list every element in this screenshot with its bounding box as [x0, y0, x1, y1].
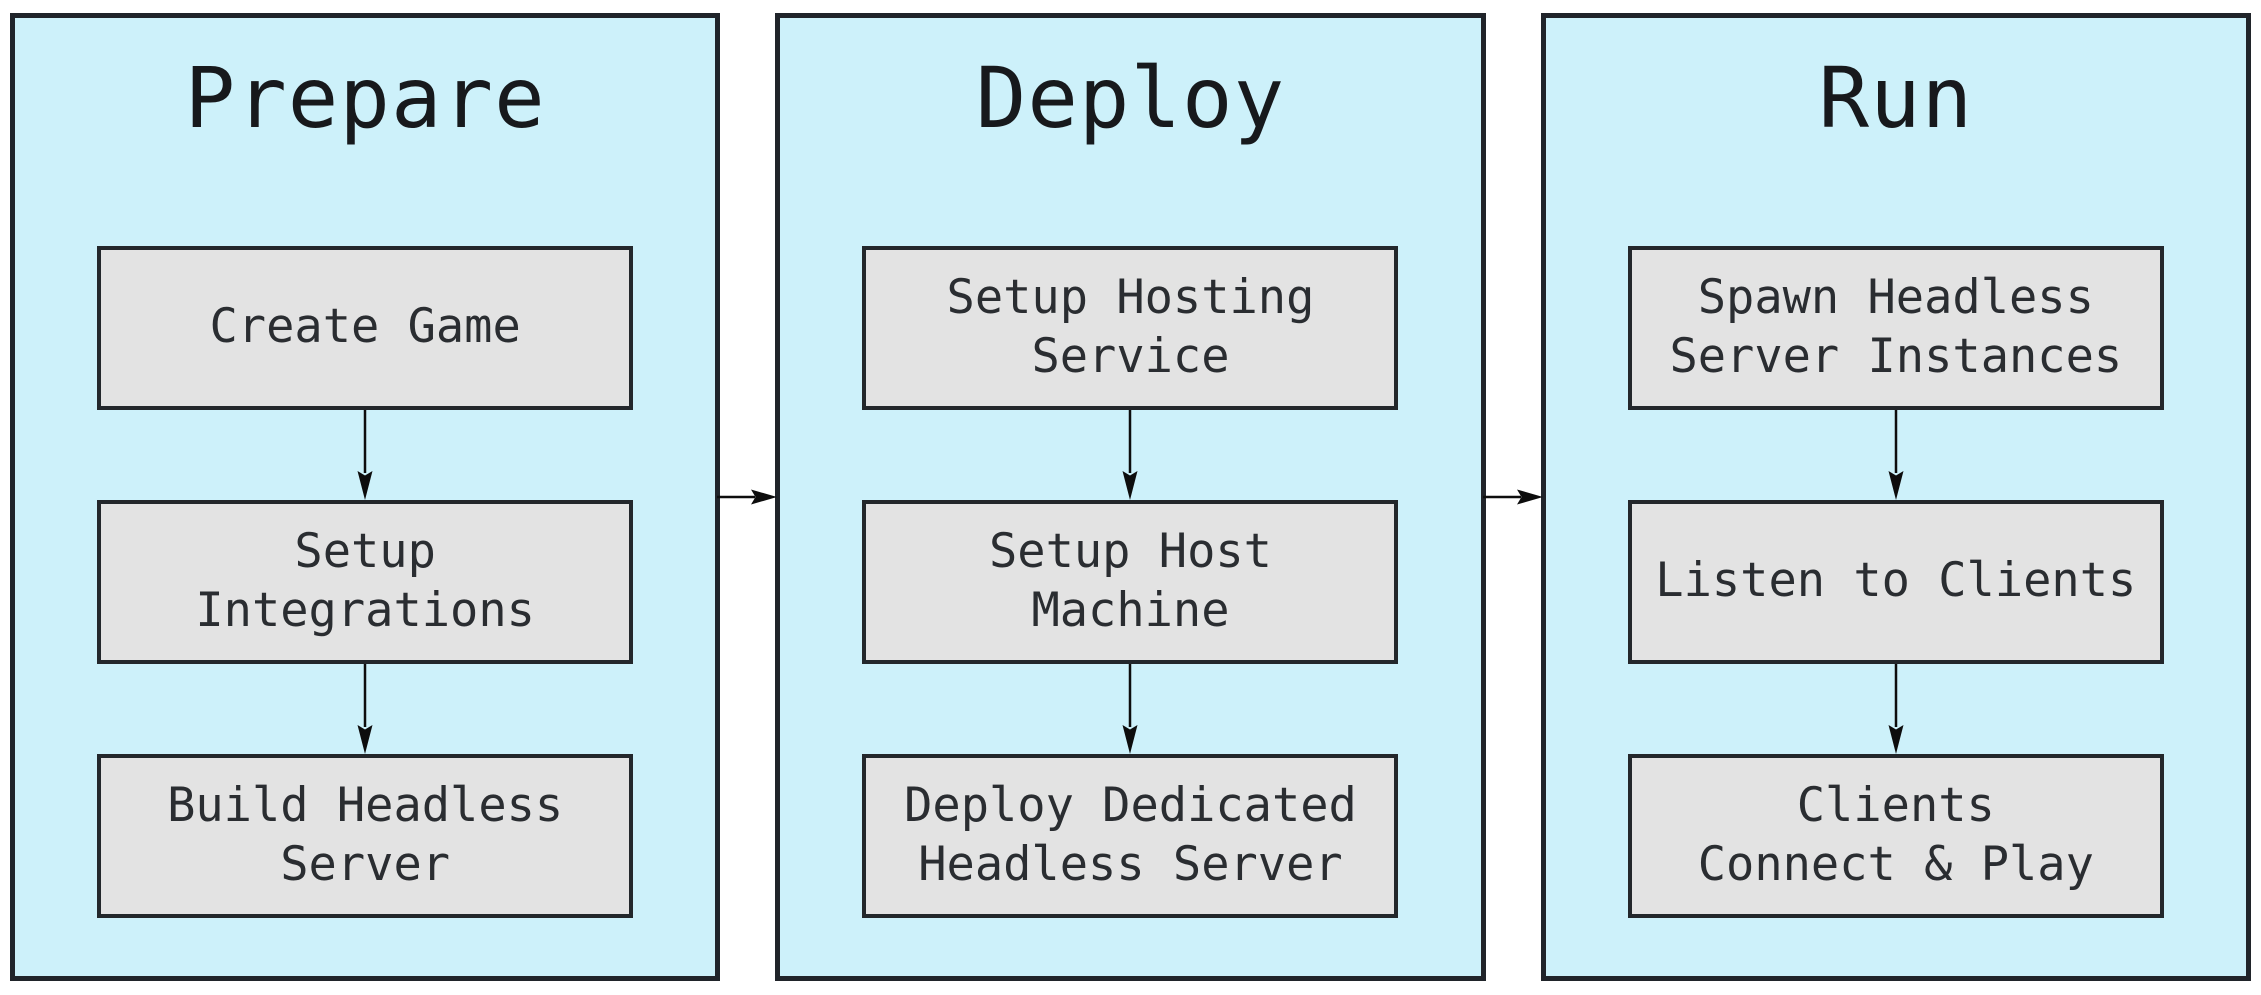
phase-panel-run: Run Spawn Headless Server Instances List…	[1540, 13, 2251, 981]
phase-title-prepare: Prepare	[184, 49, 546, 147]
flow-node-create-game: Create Game	[97, 245, 634, 410]
flow-node-clients-connect-and-play: Clients Connect & Play	[1627, 753, 2164, 918]
flow-node-setup-integrations: Setup Integrations	[97, 499, 634, 664]
phase-panel-deploy: Deploy Setup Hosting Service Setup Host …	[775, 13, 1486, 981]
arrow-down-icon	[1888, 663, 1904, 754]
flow-node-deploy-dedicated-headless-server: Deploy Dedicated Headless Server	[862, 753, 1399, 918]
arrow-down-icon	[1122, 663, 1138, 754]
arrow-down-icon	[357, 409, 373, 500]
arrow-right-icon	[717, 489, 777, 505]
arrow-down-icon	[1888, 409, 1904, 500]
flow-node-setup-host-machine: Setup Host Machine	[862, 499, 1399, 664]
phase-panel-prepare: Prepare Create Game Setup Integrations B…	[10, 13, 721, 981]
flow-node-build-headless-server: Build Headless Server	[97, 753, 634, 918]
arrow-right-icon	[1483, 489, 1543, 505]
arrow-down-icon	[357, 663, 373, 754]
phase-title-deploy: Deploy	[975, 49, 1286, 147]
phase-title-run: Run	[1818, 49, 1974, 147]
arrow-down-icon	[1122, 409, 1138, 500]
flow-node-spawn-headless-server-instances: Spawn Headless Server Instances	[1627, 245, 2164, 410]
flow-node-listen-to-clients: Listen to Clients	[1627, 499, 2164, 664]
flow-node-setup-hosting-service: Setup Hosting Service	[862, 245, 1399, 410]
